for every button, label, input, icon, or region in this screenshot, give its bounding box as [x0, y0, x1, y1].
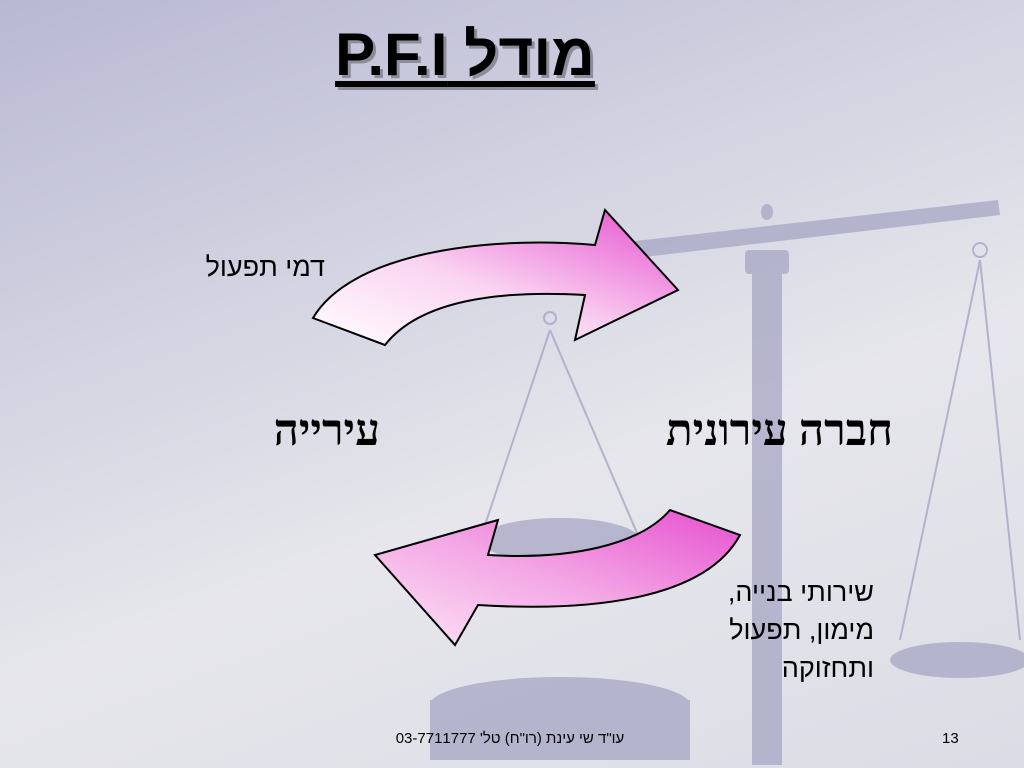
services-label: שירותי בנייה, מימון, תפעול ותחזוקה — [690, 573, 874, 687]
services-line: מימון, תפעול — [729, 615, 874, 645]
page-title: מודל P.F.I — [335, 21, 595, 88]
top-arrow-shape — [311, 208, 680, 347]
services-line: שירותי בנייה, — [727, 577, 874, 607]
footer-credit: עו"ד שי עינת (רו"ח) טל' 03-7711777 — [395, 730, 625, 747]
right-party-label: חברה עירונית — [665, 406, 893, 455]
services-line: ותחזוקה — [781, 653, 874, 683]
top-arrow-label: דמי תפעול — [205, 252, 325, 282]
left-party-label: עירייה — [273, 406, 380, 455]
page-number: 13 — [942, 730, 959, 747]
bottom-arrow-shape — [373, 508, 742, 647]
